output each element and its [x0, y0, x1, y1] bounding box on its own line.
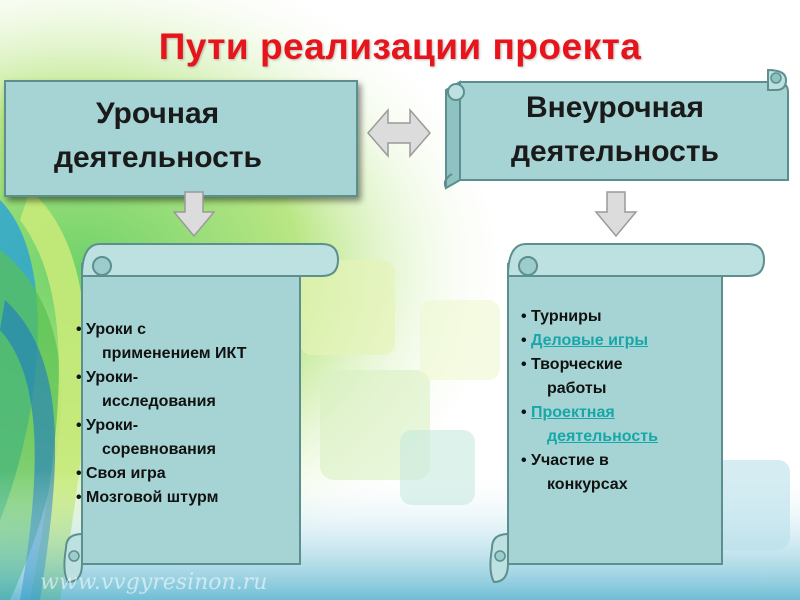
- page-title: Пути реализации проекта: [158, 26, 642, 67]
- down-arrow-right-icon: [594, 191, 638, 238]
- list-item-link[interactable]: Проектная деятельность: [521, 401, 721, 449]
- list-item: Турниры: [521, 305, 721, 329]
- list-item: Уроки-исследования: [76, 366, 291, 414]
- extracurricular-label: Внеурочная деятельность: [511, 91, 719, 168]
- watermark: www.vvgyresinon.ru: [40, 570, 268, 595]
- lesson-activity-box: [4, 80, 358, 197]
- project-activity-link-line2[interactable]: деятельность: [547, 428, 658, 445]
- down-arrow-left-icon: [172, 191, 216, 238]
- double-arrow-icon: [367, 107, 431, 159]
- list-item: Мозговой штурм: [76, 486, 291, 510]
- extracurricular-banner: [443, 68, 789, 190]
- list-item-link[interactable]: Деловые игры: [521, 329, 721, 353]
- project-activity-link[interactable]: Проектная: [531, 404, 615, 421]
- lesson-activity-label: Урочная деятельность: [54, 97, 262, 174]
- business-games-link[interactable]: Деловые игры: [531, 332, 648, 349]
- list-item: Уроки-соревнования: [76, 414, 291, 462]
- list-item: Своя игра: [76, 462, 291, 486]
